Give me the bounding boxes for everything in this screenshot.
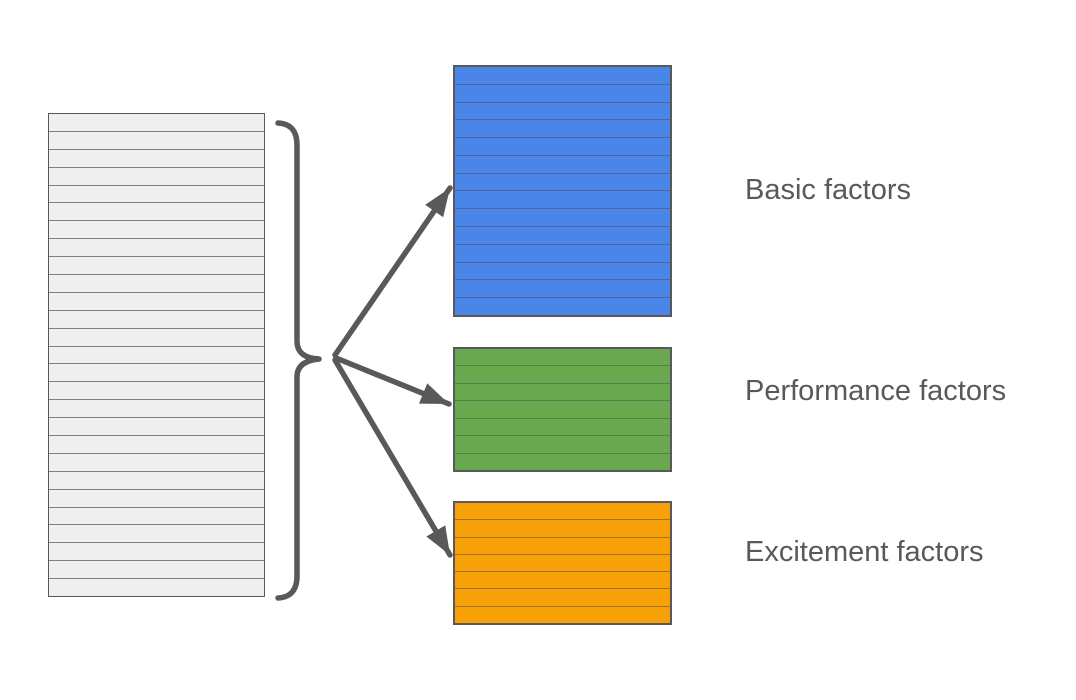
curly-brace <box>275 120 322 601</box>
row-stripe <box>49 345 264 364</box>
row-stripe <box>49 256 264 275</box>
row-stripe <box>455 190 670 209</box>
row-stripe <box>455 172 670 191</box>
row-stripe <box>455 503 670 520</box>
row-stripe <box>49 399 264 418</box>
row-stripe <box>455 297 670 315</box>
row-stripe <box>49 291 264 310</box>
row-stripe <box>455 101 670 120</box>
row-stripe <box>455 435 670 453</box>
row-stripe <box>49 560 264 579</box>
row-stripe <box>455 519 670 537</box>
row-stripe <box>455 417 670 436</box>
arrow-to-performance <box>333 355 452 407</box>
arrow-to-basic <box>332 185 453 358</box>
excitement-factors-box <box>453 501 672 625</box>
row-stripe <box>455 605 670 623</box>
row-stripe <box>49 578 264 597</box>
row-stripe <box>49 363 264 382</box>
row-stripe <box>455 571 670 589</box>
row-stripe <box>49 524 264 543</box>
row-stripe <box>49 417 264 436</box>
row-stripe <box>455 349 670 366</box>
row-stripe <box>455 365 670 383</box>
row-stripe <box>455 279 670 298</box>
row-stripe <box>49 452 264 471</box>
row-stripe <box>49 470 264 489</box>
row-stripe <box>49 184 264 203</box>
row-stripe <box>455 154 670 173</box>
row-stripe <box>49 148 264 167</box>
basic-factors-box <box>453 65 672 317</box>
row-stripe <box>455 553 670 572</box>
row-stripe <box>455 261 670 280</box>
row-stripe <box>49 274 264 292</box>
row-stripe <box>455 588 670 606</box>
row-stripe <box>49 309 264 328</box>
row-stripe <box>49 488 264 507</box>
row-stripe <box>455 137 670 155</box>
row-stripe <box>49 381 264 400</box>
row-stripe <box>49 506 264 525</box>
row-stripe <box>455 243 670 262</box>
row-stripe <box>49 220 264 239</box>
row-stripe <box>455 452 670 470</box>
row-stripe <box>455 119 670 138</box>
arrow-to-excitement <box>332 357 453 558</box>
row-stripe <box>49 238 264 257</box>
row-stripe <box>455 208 670 227</box>
excitement-factors-label: Excitement factors <box>745 536 984 568</box>
row-stripe <box>49 114 264 131</box>
row-stripe <box>455 536 670 554</box>
performance-factors-label: Performance factors <box>745 375 1007 407</box>
row-stripe <box>49 130 264 149</box>
row-stripe <box>49 327 264 346</box>
source-items-box <box>48 113 265 597</box>
row-stripe <box>49 542 264 561</box>
row-stripe <box>455 226 670 244</box>
basic-factors-label: Basic factors <box>745 174 911 206</box>
row-stripe <box>455 382 670 401</box>
performance-factors-box <box>453 347 672 472</box>
row-stripe <box>455 400 670 418</box>
row-stripe <box>49 435 264 453</box>
row-stripe <box>49 202 264 221</box>
row-stripe <box>49 166 264 185</box>
row-stripe <box>455 67 670 84</box>
row-stripe <box>455 83 670 102</box>
